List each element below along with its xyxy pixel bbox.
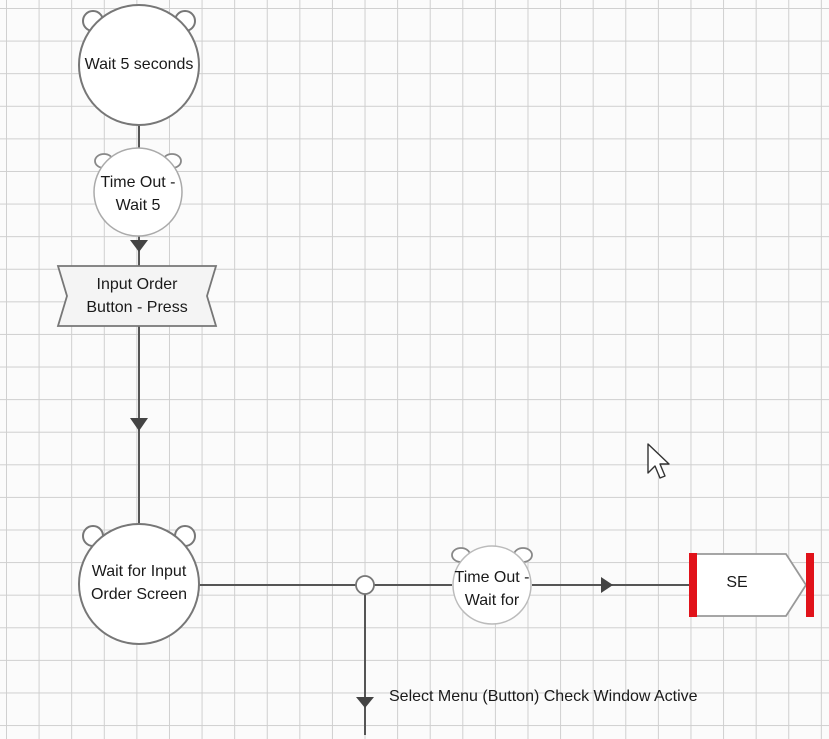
se-label-text: SE <box>726 573 748 591</box>
wait-input-timer-circle <box>78 523 200 645</box>
arrowhead-to-wait-input <box>130 418 148 431</box>
mouse-cursor <box>647 443 670 479</box>
wait-input-label: Wait for Input Order Screen <box>74 559 204 607</box>
input-order-label-line2: Button - Press <box>86 299 188 316</box>
timeout-for-label-line2: Wait for <box>464 592 520 609</box>
node-wait5[interactable] <box>78 4 200 126</box>
wait-input-label-line2: Order Screen <box>90 586 188 603</box>
input-order-label-line1: Input Order <box>96 276 178 293</box>
select-menu-label-text: Select Menu (Button) Check Window Active <box>389 687 698 705</box>
se-left-red-bar <box>689 553 697 617</box>
node-se[interactable] <box>689 553 814 617</box>
node-timeout5[interactable] <box>93 147 183 237</box>
timeout5-label: Time Out - Wait 5 <box>88 170 188 218</box>
cursor-arrow-icon <box>647 443 670 479</box>
timeout-for-circle <box>452 545 532 625</box>
wait5-label: Wait 5 seconds <box>79 49 199 79</box>
arrowhead-to-input-order <box>130 240 148 252</box>
timeout-for-label-line1: Time Out - <box>454 569 530 586</box>
se-label: SE <box>700 570 774 594</box>
input-order-label: Input Order Button - Press <box>62 272 212 320</box>
timeout5-circle <box>93 147 183 237</box>
node-wait-input[interactable] <box>78 523 200 645</box>
junction-node[interactable] <box>355 575 375 595</box>
arrowhead-to-se <box>601 577 613 593</box>
arrowhead-to-select-menu <box>356 697 374 708</box>
wait5-label-text: Wait 5 seconds <box>84 55 194 73</box>
wait5-timer-circle <box>78 4 200 126</box>
se-right-red-bar <box>806 553 814 617</box>
wait-input-label-line1: Wait for Input <box>91 563 187 580</box>
node-input-order-shape[interactable] <box>56 265 218 327</box>
node-timeout-for[interactable] <box>451 545 533 625</box>
timeout-for-label: Time Out - Wait for <box>445 565 539 613</box>
select-menu-label: Select Menu (Button) Check Window Active <box>389 684 749 708</box>
timeout5-label-line2: Wait 5 <box>115 197 161 214</box>
timeout5-label-line1: Time Out - <box>100 174 176 191</box>
